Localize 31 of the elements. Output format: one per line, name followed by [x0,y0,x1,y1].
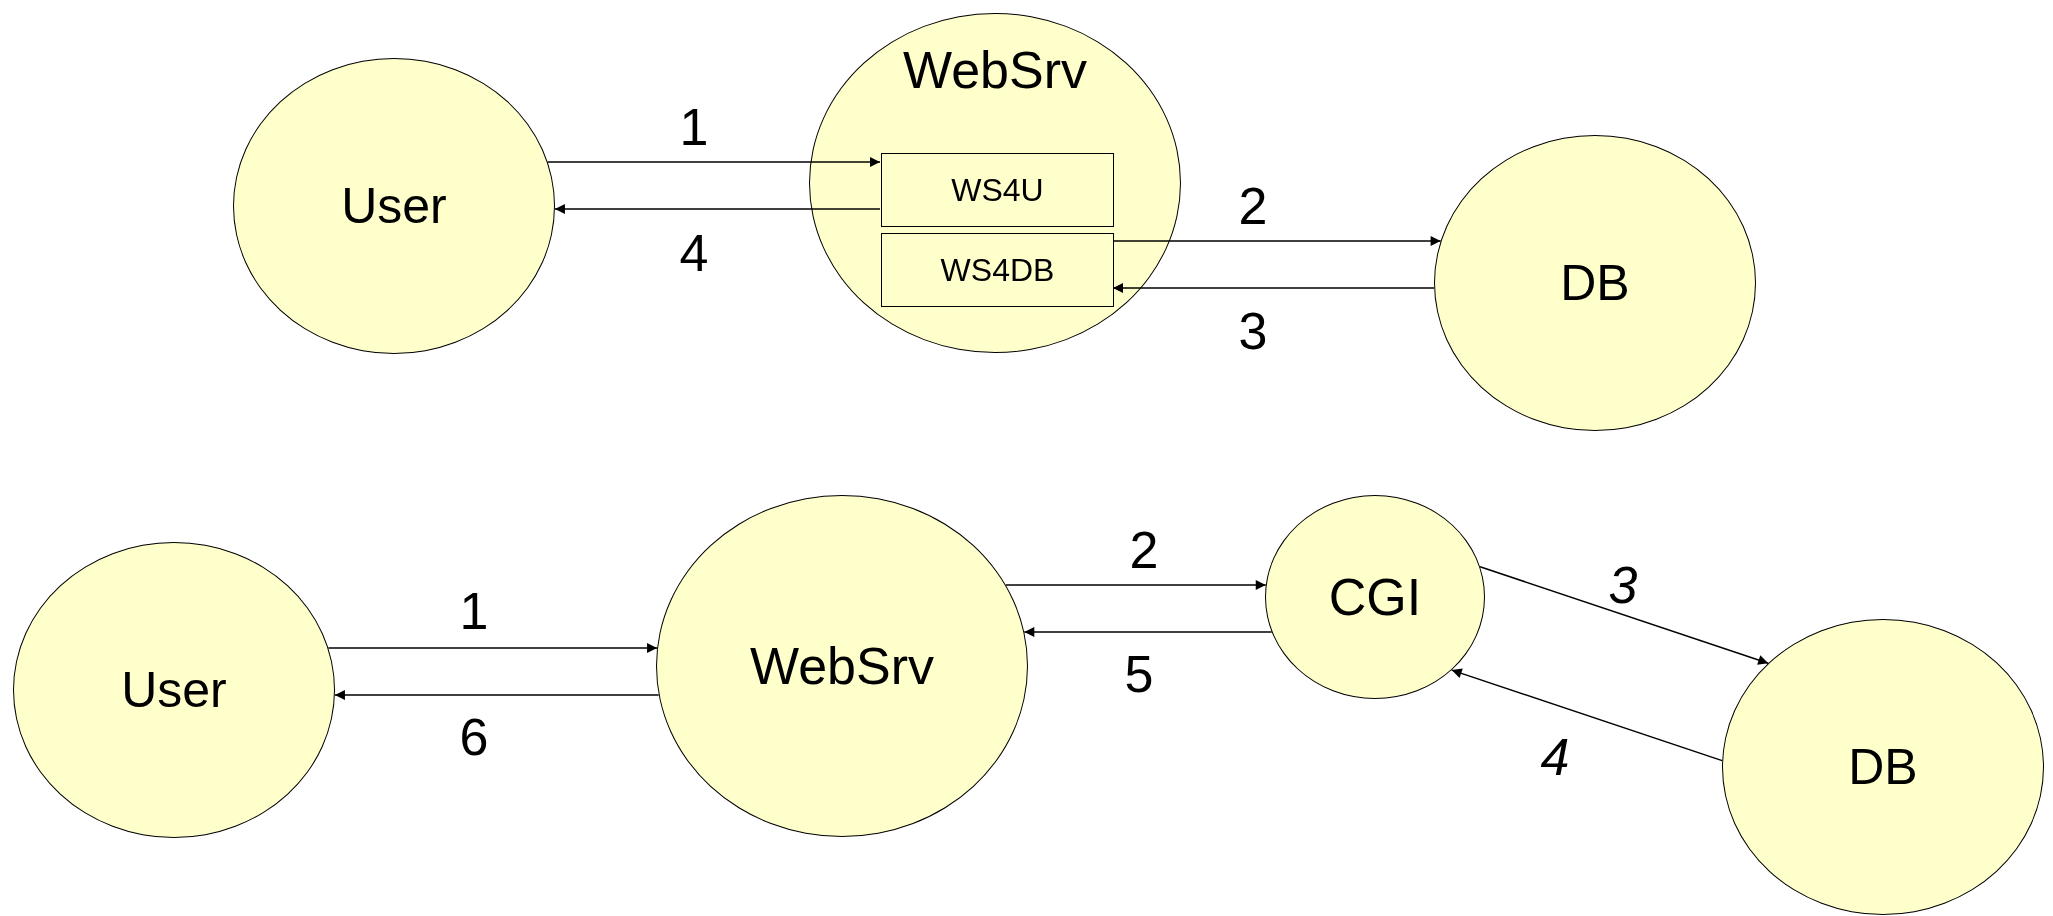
edge-label: 2 [1129,524,1159,576]
node-label: User [341,177,447,235]
edge-label: 5 [1124,648,1154,700]
arrow [1112,236,1442,246]
edge-label: 2 [1238,180,1268,232]
node-label: User [121,661,227,719]
edge-label: 6 [459,711,489,763]
arrow [1023,627,1273,637]
node-label: WS4DB [940,251,1055,289]
edge-label: 3 [1608,559,1638,611]
node-label: WebSrv [750,636,934,696]
node-label: WebSrv [902,40,1088,100]
arrow [327,643,658,653]
edge-label: 1 [459,585,489,637]
arrow [1450,668,1723,762]
node-label: WS4U [951,171,1044,209]
arrow [554,204,881,214]
edge-label: 3 [1238,305,1268,357]
arrow [1005,580,1267,590]
edge-label: 4 [679,227,709,279]
arrow [1112,283,1435,293]
arrow [546,157,881,167]
node-label: CGI [1328,567,1422,627]
component-box [881,233,1114,307]
component-box [881,153,1114,227]
node-label: DB [1848,738,1918,796]
edge-label: 1 [679,101,709,153]
arrow [334,690,660,700]
arrow [1479,566,1769,665]
edge-label: 4 [1540,731,1570,783]
node-label: DB [1560,254,1630,312]
